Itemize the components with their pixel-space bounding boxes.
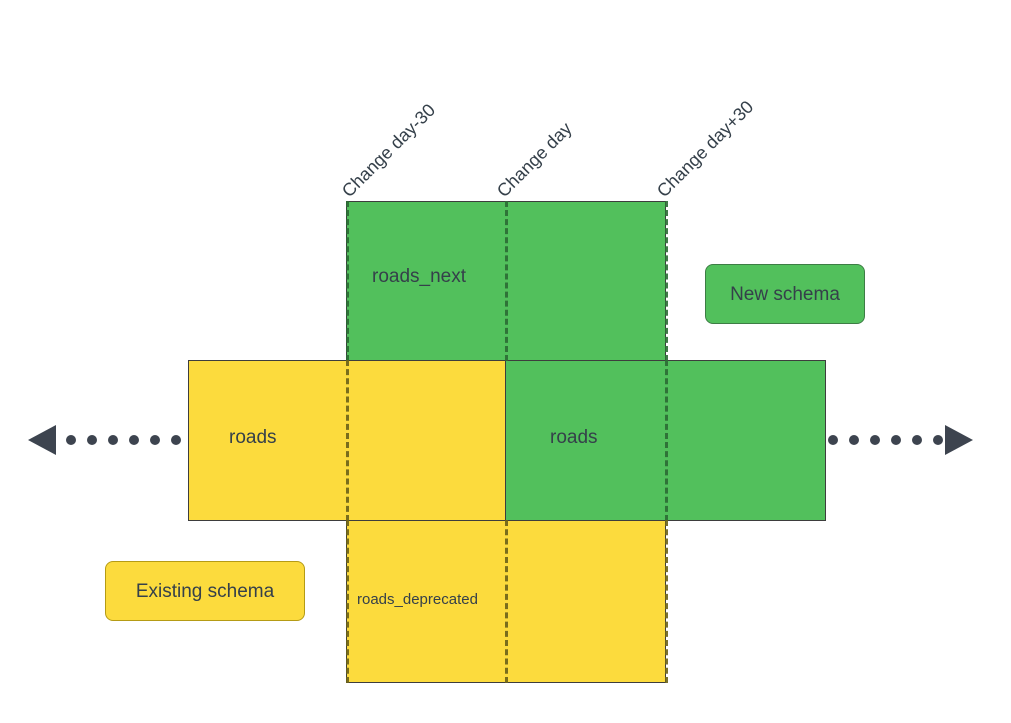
daymark-line-day-plus-30-top bbox=[665, 201, 668, 361]
axis-dot bbox=[849, 435, 859, 445]
legend-existing-schema: Existing schema bbox=[105, 561, 305, 621]
timeline-label-day-plus-30: Change day+30 bbox=[652, 96, 758, 202]
axis-dot bbox=[171, 435, 181, 445]
axis-dot bbox=[891, 435, 901, 445]
axis-dot bbox=[108, 435, 118, 445]
axis-dot bbox=[828, 435, 838, 445]
axis-dot bbox=[129, 435, 139, 445]
block-label-roads-new: roads bbox=[550, 427, 598, 448]
axis-dot bbox=[912, 435, 922, 445]
daymark-line-day-plus-30-bottom bbox=[665, 520, 668, 683]
axis-dot bbox=[87, 435, 97, 445]
block-label-roads-next: roads_next bbox=[372, 266, 467, 287]
daymark-line-change-day-bottom bbox=[505, 520, 508, 683]
daymark-line-day-minus-30-top bbox=[346, 201, 349, 361]
legend-existing-schema-label: Existing schema bbox=[135, 580, 275, 602]
axis-dot bbox=[870, 435, 880, 445]
timeline-dots-left bbox=[66, 435, 202, 445]
block-label-roads-deprecated: roads_deprecated bbox=[357, 591, 478, 608]
timeline-label-day-minus-30: Change day-30 bbox=[337, 99, 440, 202]
daymark-line-day-plus-30-mid bbox=[665, 360, 668, 521]
axis-dot bbox=[66, 435, 76, 445]
legend-new-schema: New schema bbox=[705, 264, 865, 324]
daymark-line-change-day-top bbox=[505, 201, 508, 361]
timeline-dots-right bbox=[828, 435, 964, 445]
block-label-roads-existing: roads bbox=[229, 427, 277, 448]
daymark-line-day-minus-30-bottom bbox=[346, 520, 349, 683]
daymark-line-day-minus-30-mid bbox=[346, 360, 349, 521]
axis-dot bbox=[150, 435, 160, 445]
timeline-label-change-day: Change day bbox=[492, 118, 576, 202]
legend-new-schema-label: New schema bbox=[730, 283, 840, 305]
timeline-arrow-right bbox=[945, 425, 973, 455]
timeline-arrow-left bbox=[28, 425, 56, 455]
axis-dot bbox=[933, 435, 943, 445]
